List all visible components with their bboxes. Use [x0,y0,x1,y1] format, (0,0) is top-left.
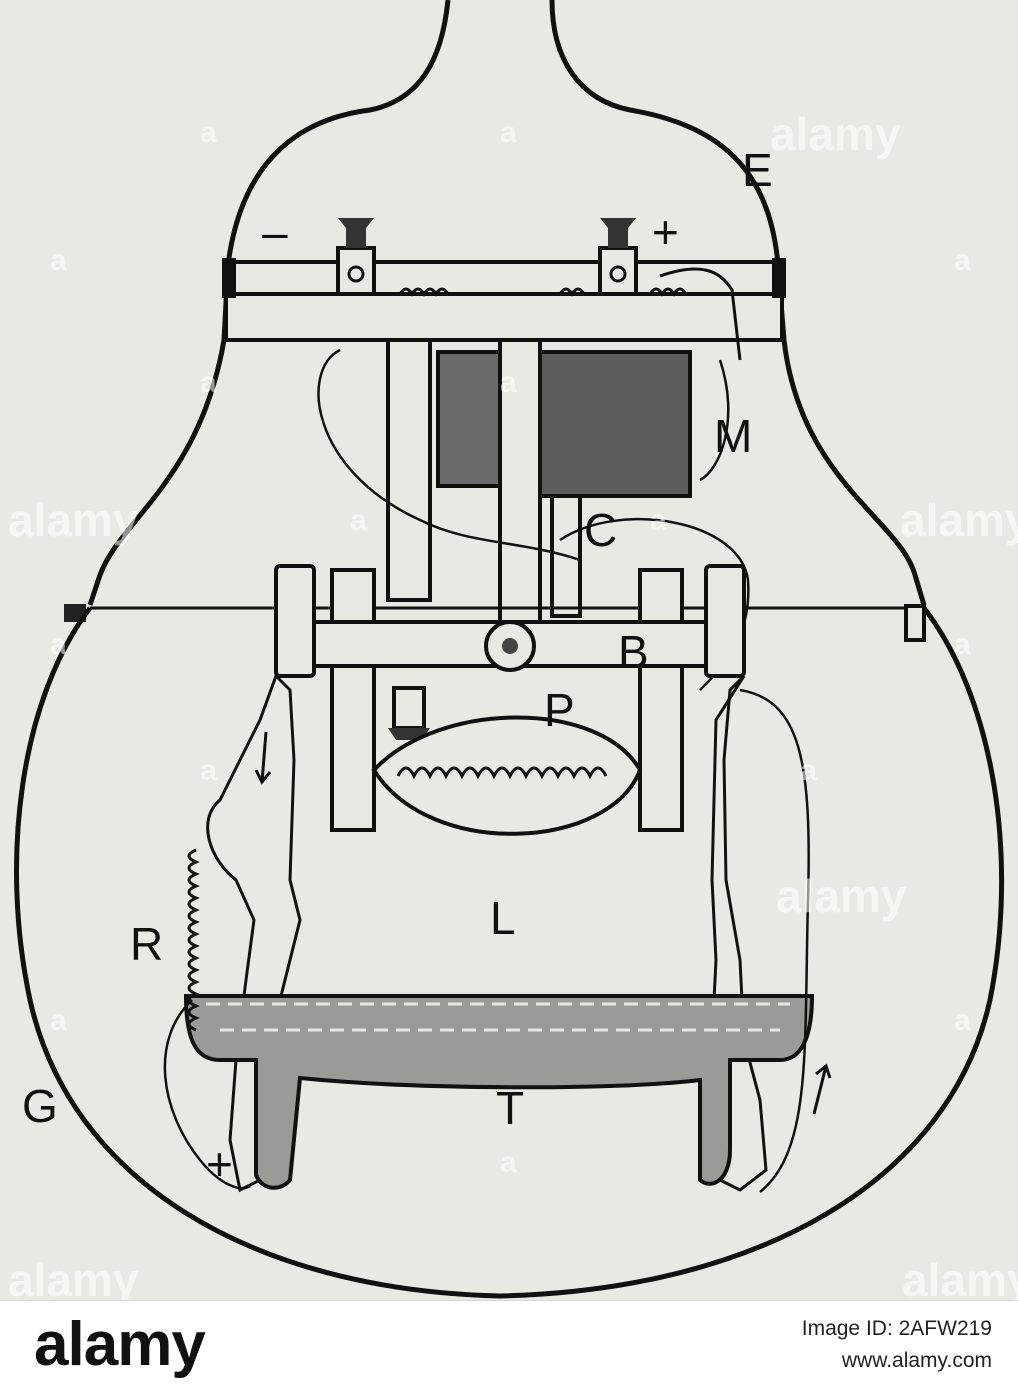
watermark: alamy alamy alamy alamy alamy alamy a a … [8,108,1018,1300]
watermark-word: alamy [900,494,1018,546]
label-M: M [714,410,752,462]
filament [396,766,608,780]
watermark-letter: a [50,244,67,277]
watermark-letter: a [954,1004,971,1037]
watermark-letter: a [650,504,667,537]
footer-site-url: www.alamy.com [841,1349,992,1372]
watermark-letter: a [800,754,817,787]
magnet-coil-left [436,350,502,488]
watermark-letter: a [200,754,217,787]
top-bar [224,260,784,296]
watermark-letter: a [350,504,367,537]
watermark-letter: a [500,116,517,149]
label-plus: + [652,206,679,258]
watermark-word: alamy [770,108,901,160]
bell-outline-right [549,0,927,606]
label-R: R [130,918,163,970]
current-arrow-up [812,1063,832,1115]
watermark-word: alamy [776,870,907,922]
current-arrow-down [254,731,272,785]
watermark-letter: a [50,628,67,661]
label-C: C [584,504,617,556]
footer-image-meta: Image ID: 2AFW219 www.alamy.com [802,1313,992,1377]
watermark-letter: a [500,1146,517,1179]
watermark-letter: a [954,244,971,277]
terminal-screw-left [336,218,376,296]
terminal-screw-right [598,218,638,296]
stock-footer: alamy Image ID: 2AFW219 www.alamy.com [0,1300,1018,1391]
magnet-coil-right [538,350,692,498]
watermark-letter: a [200,116,217,149]
label-L: L [490,892,516,944]
carbon-holder-right [638,564,746,832]
label-plus-bottom: + [206,1138,233,1190]
label-G: G [22,1080,58,1132]
watermark-letter: a [954,628,971,661]
watermark-letter: a [200,366,217,399]
resistance-coil-R [187,848,200,1032]
rod-right [710,674,768,1192]
globe-outline [14,606,1005,1299]
label-minus: – [262,206,288,258]
bell-outline [87,0,451,606]
label-T: T [496,1082,524,1134]
footer-image-id: Image ID: 2AFW219 [801,1317,992,1340]
watermark-word: alamy [902,1254,1018,1300]
label-P: P [544,684,575,736]
label-E: E [742,144,773,196]
rod-left [206,673,302,1193]
watermark-word: alamy [8,1254,139,1300]
lamp-diagram: E – + M C B P L R G T + alamy alamy alam… [8,0,1018,1300]
watermark-letter: a [500,366,517,399]
footer-brand-logo: alamy [34,1310,206,1379]
watermark-word: alamy [8,494,139,546]
watermark-letter: a [50,1004,67,1037]
arc-oval-L [371,715,643,836]
label-B: B [618,626,649,678]
tray-T [183,994,815,1190]
